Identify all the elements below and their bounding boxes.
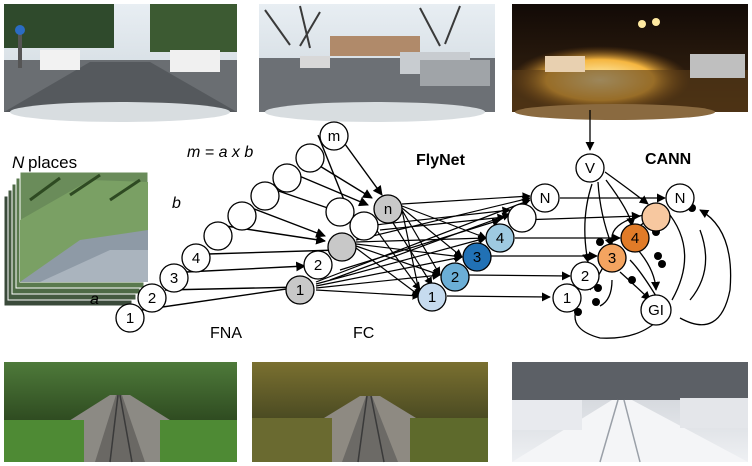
flynet-label-n: N bbox=[540, 190, 551, 207]
fna-label-1: 1 bbox=[126, 310, 134, 327]
cann-label-3: 3 bbox=[608, 250, 616, 267]
flynet-node-blank bbox=[507, 203, 537, 233]
fc-edges bbox=[315, 192, 531, 300]
cann-node-n bbox=[665, 183, 695, 213]
fna-output-label-1: 1 bbox=[296, 282, 304, 299]
cann-node-blank bbox=[641, 202, 671, 232]
fna-label-4: 4 bbox=[192, 250, 200, 267]
cann-node-labels: V 1 2 3 4 N GI bbox=[563, 160, 686, 319]
fna-label: FNA bbox=[210, 325, 242, 342]
fna-output-node-n bbox=[373, 194, 403, 224]
fna-node bbox=[181, 243, 211, 273]
fna-label-m: m bbox=[328, 128, 341, 145]
cann-label-2: 2 bbox=[581, 268, 589, 285]
flynet-node-2 bbox=[440, 262, 470, 292]
photo-street-winter bbox=[259, 4, 495, 122]
flynet-to-cann-edges bbox=[446, 193, 666, 302]
b-label: b bbox=[172, 195, 181, 212]
fna-node bbox=[295, 143, 325, 173]
cann-label-4: 4 bbox=[631, 230, 639, 247]
a-label: a bbox=[90, 291, 99, 308]
cann-node-3 bbox=[597, 243, 627, 273]
flynet-label-2: 2 bbox=[451, 269, 459, 286]
photo-rail-summer bbox=[4, 362, 237, 463]
fna-label-2b: 2 bbox=[314, 257, 322, 274]
fna-node bbox=[203, 221, 233, 251]
fna-node bbox=[319, 121, 349, 151]
flynet-node-labels: 1 2 3 4 N bbox=[428, 190, 551, 306]
fna-node bbox=[303, 250, 333, 280]
n-variable-label: N bbox=[12, 153, 25, 172]
flynet-node-1 bbox=[417, 282, 447, 312]
photo-street-day bbox=[4, 4, 237, 122]
fna-node bbox=[115, 303, 145, 333]
fna-output-label-n: n bbox=[384, 201, 392, 218]
cann-label-n: N bbox=[675, 190, 686, 207]
cann-node-2 bbox=[570, 261, 600, 291]
fna-node-labels: 1 2 3 4 m 2 bbox=[126, 128, 340, 327]
fna-output-node-2 bbox=[327, 232, 357, 262]
fna-node bbox=[137, 283, 167, 313]
cann-node-4 bbox=[620, 223, 650, 253]
flynet-label-3: 3 bbox=[473, 249, 481, 266]
cann-node-gi bbox=[640, 294, 672, 326]
fna-node bbox=[227, 201, 257, 231]
fna-label-2: 2 bbox=[148, 290, 156, 307]
fna-node bbox=[272, 163, 302, 193]
photo-street-night bbox=[510, 4, 748, 120]
cann-inhibitory-dots bbox=[574, 204, 696, 316]
fc-label: FC bbox=[353, 325, 374, 342]
flynet-label-4: 4 bbox=[496, 230, 504, 247]
fna-node bbox=[159, 263, 189, 293]
flynet-title: FlyNet bbox=[416, 152, 466, 169]
cann-title: CANN bbox=[645, 151, 691, 168]
cann-label-1: 1 bbox=[563, 290, 571, 307]
fna-node bbox=[325, 197, 355, 227]
equation-label: m = a x b bbox=[187, 144, 253, 161]
flynet-label-1: 1 bbox=[428, 289, 436, 306]
photo-rail-winter bbox=[512, 362, 748, 463]
fna-output-node-1 bbox=[285, 275, 315, 305]
fna-nodes bbox=[115, 121, 379, 333]
fna-node bbox=[250, 181, 280, 211]
photo-rail-autumn bbox=[252, 362, 488, 463]
n-places-label: places bbox=[28, 153, 77, 172]
flynet-node-n bbox=[530, 183, 560, 213]
fna-label-3: 3 bbox=[170, 270, 178, 287]
cann-label-gi: GI bbox=[648, 302, 664, 319]
n-places-stack bbox=[3, 171, 149, 307]
flynet-node-3 bbox=[462, 242, 492, 272]
fna-node bbox=[349, 211, 379, 241]
cann-label-v: V bbox=[585, 160, 595, 177]
cann-node-1 bbox=[552, 283, 582, 313]
cann-node-v bbox=[575, 153, 605, 183]
flynet-node-4 bbox=[485, 223, 515, 253]
